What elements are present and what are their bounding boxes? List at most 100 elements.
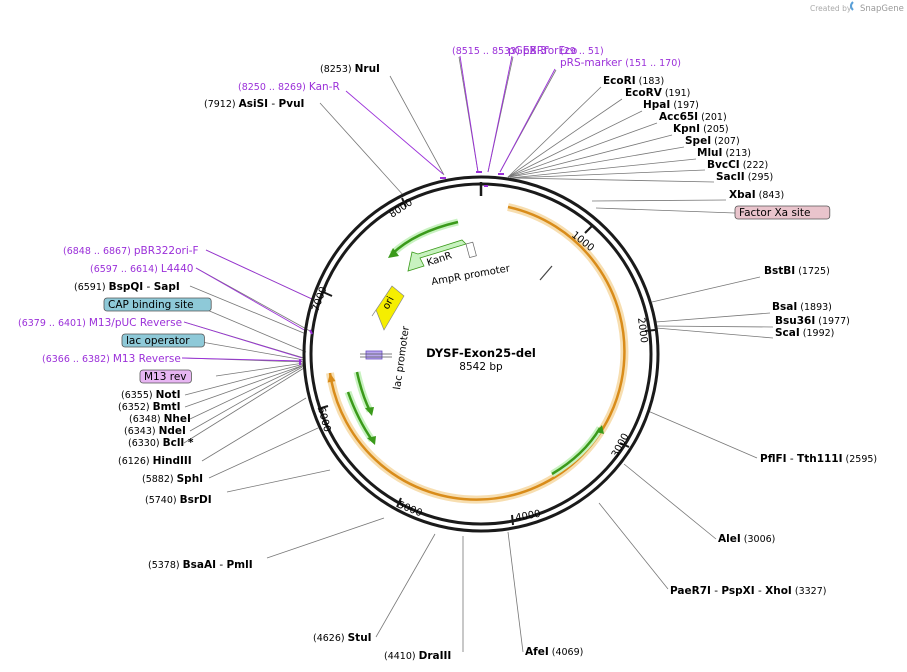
tick-label-3000: 3000 (610, 432, 632, 460)
credit-brand: SnapGene (860, 4, 904, 14)
label-bcli: (6330) BclI * (128, 437, 194, 449)
label-text: (4626) StuI (313, 632, 372, 644)
label-asisi: (7912) AsiSI - PvuI (204, 98, 304, 110)
label-text: BsaI (1893) (772, 301, 832, 313)
label-afei: AfeI (4069) (525, 646, 583, 658)
label-primer-29: (29 .. 51) (560, 46, 604, 57)
label-ecorv: EcoRV (191) (625, 87, 690, 99)
label-paer7i: PaeR7I - PspXI - XhoI (3327) (670, 585, 826, 597)
label-text: BvcCI (222) (707, 159, 768, 171)
label-text: ScaI (1992) (775, 327, 834, 339)
label-text: (6848 .. 6867) pBR322ori-F (63, 245, 199, 257)
label-acc65i: Acc65I (201) (659, 111, 727, 123)
label-text: BstBI (1725) (764, 265, 830, 277)
label-bspqi: (6591) BspQI - SapI (74, 281, 180, 293)
label-mlui: MluI (213) (697, 147, 751, 159)
label-text: (5378) BsaAI - PmlI (148, 559, 253, 571)
label-text: PflFI - Tth111I (2595) (760, 453, 877, 465)
label-text: (6126) HindIII (118, 455, 192, 467)
label-bsai: BsaI (1893) (772, 301, 832, 313)
lac-promoter-label: lac promoter (392, 325, 412, 391)
label-bsrdi: (5740) BsrDI (145, 494, 212, 506)
label-sacii: SacII (295) (716, 171, 773, 183)
label-text: pRS-marker (151 .. 170) (560, 57, 681, 69)
label-stui: (4626) StuI (313, 632, 372, 644)
label-text: KpnI (205) (673, 123, 729, 135)
primer-leader-lines (181, 55, 556, 362)
label-text: (4410) DraIII (384, 650, 451, 662)
label-text: Bsu36I (1977) (775, 315, 850, 327)
label-bsu36i: Bsu36I (1977) (775, 315, 850, 327)
label-noti: (6355) NotI (121, 389, 181, 401)
label-scai: ScaI (1992) (775, 327, 834, 339)
feature-box-text: M13 rev (144, 371, 187, 383)
label-bstbi: BstBI (1725) (764, 265, 830, 277)
label-text: MluI (213) (697, 147, 751, 159)
tick-label-2000: 2000 (635, 317, 649, 344)
tick-label-7000: 7000 (310, 285, 329, 313)
label-ecori: EcoRI (183) (603, 75, 664, 87)
label-xbai: XbaI (843) (729, 189, 784, 201)
label-pgex3: pGEX 3' (508, 45, 550, 57)
credit-prefix: Created by (810, 4, 852, 13)
label-text: (6330) BclI * (128, 437, 194, 449)
label-m13reverse: (6366 .. 6382) M13 Reverse (42, 353, 181, 365)
label-text: Acc65I (201) (659, 111, 727, 123)
feature-box-cap (103, 297, 212, 312)
label-draiii: (4410) DraIII (384, 650, 451, 662)
label-text: EcoRI (183) (603, 75, 664, 87)
label-bmti: (6352) BmtI (118, 401, 180, 413)
label-nhei: (6348) NheI (129, 413, 191, 425)
backbone-outer-strand (302, 175, 660, 533)
label-pbrforeco: (8515 .. 8533) pBRforEco (452, 45, 577, 57)
feature-box-lacop (121, 333, 205, 348)
label-text: SpeI (207) (685, 135, 740, 147)
tick-label-4000: 4000 (515, 509, 542, 524)
label-bvcci: BvcCI (222) (707, 159, 768, 171)
label-text: (6597 .. 6614) L4440 (90, 263, 193, 275)
label-text: (6379 .. 6401) M13/pUC Reverse (18, 317, 182, 329)
tick-marks (317, 197, 656, 526)
label-l4440: (6597 .. 6614) L4440 (90, 263, 193, 275)
label-sphi: (5882) SphI (142, 473, 203, 485)
label-hindiii: (6126) HindIII (118, 455, 192, 467)
label-lacop: lac operator (121, 333, 205, 348)
label-text: (6591) BspQI - SapI (74, 281, 180, 293)
label-hpai: HpaI (197) (643, 99, 699, 111)
label-m13rev: M13 rev (139, 369, 192, 384)
plasmid-name: DYSF-Exon25-del (426, 346, 536, 360)
ori-label: ori (381, 295, 397, 312)
plasmid-length: 8542 bp (459, 361, 503, 373)
ampr-promoter-label: AmpR promoter (431, 263, 512, 288)
label-spei: SpeI (207) (685, 135, 740, 147)
label-text: (8515 .. 8533) pBRforEco (452, 45, 577, 57)
primer-marks (299, 171, 504, 365)
label-kpni: KpnI (205) (673, 123, 729, 135)
label-pbr322: (6848 .. 6867) pBR322ori-F (63, 245, 199, 257)
label-text: PaeR7I - PspXI - XhoI (3327) (670, 585, 826, 597)
label-text: (6366 .. 6382) M13 Reverse (42, 353, 181, 365)
feature-box-factorxa (734, 205, 831, 220)
label-text: (6355) NotI (121, 389, 181, 401)
green-feature-arrows (344, 218, 604, 478)
snapgene-logo-icon (850, 1, 854, 11)
label-text: (8250 .. 8269) Kan-R (238, 81, 340, 93)
label-text: SacII (295) (716, 171, 773, 183)
label-text: (5740) BsrDI (145, 494, 212, 506)
feature-box-text: Factor Xa site (739, 207, 810, 219)
label-bsaai: (5378) BsaAI - PmlI (148, 559, 253, 571)
label-text: (5882) SphI (142, 473, 203, 485)
label-kanr-primer: (8250 .. 8269) Kan-R (238, 81, 340, 93)
label-prs: pRS-marker (151 .. 170) (560, 57, 681, 69)
lac-region-glyphs (360, 265, 553, 360)
ori-feature (371, 285, 405, 331)
label-text: (6348) NheI (129, 413, 191, 425)
label-factorxa: Factor Xa site (734, 205, 831, 220)
label-ndei: (6343) NdeI (124, 425, 186, 437)
kanr-feature (407, 239, 477, 272)
label-text: (8253) NruI (320, 63, 380, 75)
label-text: (6352) BmtI (118, 401, 180, 413)
